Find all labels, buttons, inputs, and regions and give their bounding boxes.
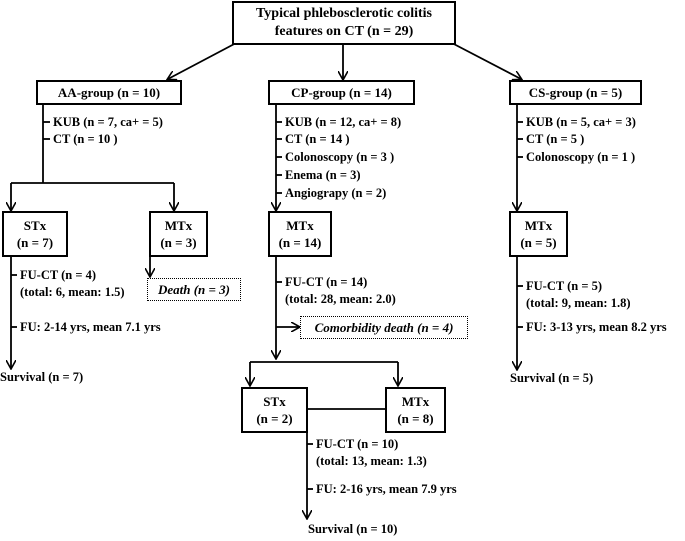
cs-mtx-label: MTx [524,218,553,233]
arrow-root-cs [449,41,521,79]
root-line1: Typical phlebosclerotic colitis [255,6,433,21]
aa-mtx-label: MTx [164,218,193,233]
cp-fuct2: (total: 28, mean: 2.0) [285,292,396,306]
root-line2: features on CT (n = 29) [274,24,414,39]
cp-mtx2-box: MTx (n = 8) [385,387,446,433]
cp-kub: KUB (n = 12, ca+ = 8) [285,115,402,129]
cs-group-title: CS-group (n = 5) [528,85,623,100]
arrow-root-aa [168,41,239,79]
cs-fuct1: FU-CT (n = 5) [526,279,602,293]
aa-death-box: Death (n = 3) [147,278,241,301]
aa-group-box: AA-group (n = 10) [36,80,182,105]
aa-death-label: Death (n = 3) [157,282,231,297]
cp-comorbidity-label: Comorbidity death (n = 4) [314,320,454,335]
aa-ct: CT (n = 10 ) [53,132,118,146]
cs-mtx-box: MTx (n = 5) [509,211,568,257]
cs-mtx-n: (n = 5) [520,235,557,250]
cp-fuct1: FU-CT (n = 14) [285,275,368,289]
aa-fuct1: FU-CT (n = 4) [20,268,96,282]
aa-kub: KUB (n = 7, ca+ = 5) [53,115,163,129]
cp-angio: Angiograpy (n = 2) [285,186,387,200]
cp-colonoscopy: Colonoscopy (n = 3 ) [285,150,395,164]
aa-stx-box: STx (n = 7) [2,211,68,257]
cp-fuct4: (total: 13, mean: 1.3) [316,454,427,468]
cp-survival: Survival (n = 10) [308,522,398,536]
cp-mtx-label: MTx [286,218,314,233]
cp-fu: FU: 2-16 yrs, mean 7.9 yrs [316,482,457,496]
cp-group-box: CP-group (n = 14) [268,80,415,105]
cp-mtx2-n: (n = 8) [397,411,434,426]
cp-stx2-n: (n = 2) [256,411,293,426]
cp-fuct3: FU-CT (n = 10) [316,437,399,451]
cs-fu: FU: 3-13 yrs, mean 8.2 yrs [526,320,667,334]
cs-fuct2: (total: 9, mean: 1.8) [526,296,631,310]
aa-mtx-box: MTx (n = 3) [149,211,208,257]
cs-ct: CT (n = 5 ) [526,132,585,146]
aa-group-title: AA-group (n = 10) [57,85,161,100]
cp-comorbidity-box: Comorbidity death (n = 4) [300,316,468,339]
aa-stx-n: (n = 7) [16,235,54,250]
cp-mtx2-label: MTx [401,394,430,409]
cs-group-box: CS-group (n = 5) [509,80,642,105]
aa-fu: FU: 2-14 yrs, mean 7.1 yrs [20,320,161,334]
aa-stx-label: STx [23,218,47,233]
aa-survival: Survival (n = 7) [0,370,84,384]
aa-fuct2: (total: 6, mean: 1.5) [20,285,125,299]
cs-colonoscopy: Colonoscopy (n = 1 ) [526,150,636,164]
cp-stx2-label: STx [263,394,286,409]
cs-kub: KUB (n = 5, ca+ = 3) [526,115,636,129]
cp-stx2-box: STx (n = 2) [241,387,308,433]
cp-group-title: CP-group (n = 14) [291,85,392,100]
cp-enema: Enema (n = 3) [285,168,361,182]
aa-mtx-n: (n = 3) [160,235,197,250]
cp-mtx-n: (n = 14) [278,235,322,250]
cp-mtx-box: MTx (n = 14) [268,211,332,257]
cp-ct: CT (n = 14 ) [285,132,350,146]
cs-survival: Survival (n = 5) [510,371,594,385]
root-box: Typical phlebosclerotic colitis features… [232,1,456,45]
